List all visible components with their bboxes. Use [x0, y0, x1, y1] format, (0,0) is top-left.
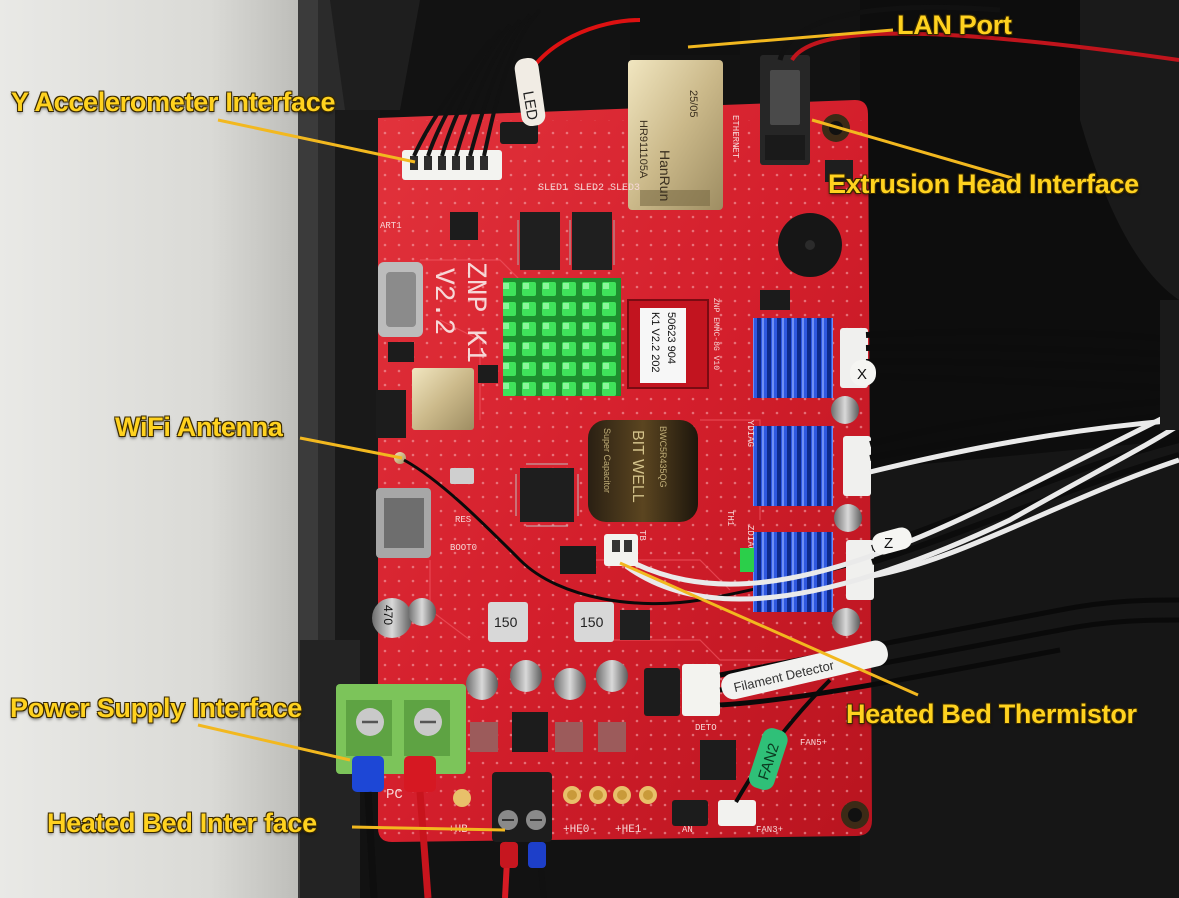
cap-470-label: 470 — [381, 605, 395, 625]
capacitor-220 — [596, 660, 628, 692]
sticker-line-2: 50623 904 — [665, 312, 677, 364]
ram-chip — [572, 212, 612, 270]
led-tag-label: LED — [519, 90, 541, 122]
x-wire-tag — [850, 360, 876, 386]
fan2-connector — [718, 800, 756, 826]
supercap-type: Super Capacitor — [602, 428, 612, 493]
jack-part-label: HR911105A — [637, 120, 649, 179]
lan-port-leader — [687, 28, 894, 49]
jack-brand-label: HanRun — [657, 150, 673, 201]
mcu-chip — [520, 468, 574, 522]
inductor-2-label: 150 — [580, 614, 604, 630]
silk-deto: DETO — [695, 723, 717, 733]
silk-pc: PC — [386, 787, 403, 803]
silk-he0: +HE0- — [563, 824, 596, 836]
heater-terminal-he1 — [613, 786, 657, 804]
inductor-2 — [574, 602, 614, 642]
y-motor-connector — [843, 436, 871, 496]
capacitor-small — [554, 668, 586, 700]
cpu-heatsink — [503, 278, 621, 396]
led-wire-tag — [514, 57, 546, 127]
emmc-sticker — [640, 308, 686, 383]
heated-bed-thermistor-leader — [619, 561, 919, 697]
capacitor-470 — [372, 598, 412, 638]
heated-bed-interface-leader — [351, 825, 506, 832]
callout-heated-bed-interface: Heated Bed Inter face — [47, 808, 317, 838]
thermistor-connector — [604, 534, 638, 566]
wifi-module — [412, 368, 474, 430]
silk-fan3: FAN3+ — [756, 825, 783, 835]
silk-emmc: ZNP EMMC-8G V10 — [711, 298, 720, 370]
silk-th1: TH1 — [725, 510, 735, 526]
ram-chip — [520, 212, 560, 270]
sticker-line-1: K1 V2.2 202 — [649, 312, 661, 373]
power-wire-negative — [352, 756, 384, 792]
stepper-driver-heatsink-x — [753, 318, 833, 398]
silk-boot: BOOT0 — [450, 543, 477, 553]
silk-ethernet: ETHERNET — [730, 115, 740, 159]
z-wire-tag — [872, 527, 912, 555]
silk-res: RES — [455, 515, 471, 525]
super-capacitor — [588, 420, 698, 522]
silk-board-version: V2.2 — [427, 268, 458, 335]
silk-art: ART1 — [380, 221, 402, 231]
silk-an: AN — [682, 825, 693, 835]
callout-extrusion-head-interface: Extrusion Head Interface — [828, 169, 1139, 199]
capacitor-small — [466, 668, 498, 700]
callout-y-accelerometer-interface: Y Accelerometer Interface — [11, 87, 336, 117]
capacitor-220 — [510, 660, 542, 692]
thermistor-wire — [618, 407, 1179, 587]
silk-sled: SLED1 SLED2 SLED3 — [538, 183, 640, 194]
lan-cable-plug — [630, 0, 740, 55]
callout-lan-port: LAN Port — [897, 10, 1012, 40]
y-accelerometer-leader — [217, 118, 416, 164]
silk-ydiag: YDIAG — [745, 420, 755, 447]
stepper-driver-heatsink-y — [753, 426, 833, 506]
callout-power-supply-interface: Power Supply Interface — [10, 693, 302, 723]
filament-detector-connector — [682, 664, 720, 716]
heater-terminal-he0 — [563, 786, 607, 804]
jack-date-label: 25/05 — [687, 90, 699, 118]
inductor-1 — [488, 602, 528, 642]
silk-tb: TB — [637, 530, 647, 541]
silk-fan5: FAN5+ — [800, 738, 827, 748]
silk-board-model: ZNP K1 — [459, 262, 490, 363]
power-supply-leader — [197, 723, 351, 762]
callout-wifi-antenna: WiFi Antenna — [115, 412, 283, 442]
z-motor-connector — [846, 540, 874, 600]
z-tag-label: Z — [884, 535, 893, 552]
silk-he1: +HE1- — [615, 824, 648, 836]
heated-bed-terminal — [492, 772, 552, 842]
leader-lines — [197, 28, 1013, 832]
power-wire-positive — [404, 756, 436, 792]
ethernet-jack — [628, 60, 723, 210]
callout-heated-bed-thermistor: Heated Bed Thermistor — [846, 699, 1137, 729]
supercap-brand: BIT WELL — [629, 430, 646, 503]
wifi-antenna-leader — [299, 436, 403, 460]
x-tag-label: X — [857, 366, 867, 383]
extrusion-head-leader — [811, 118, 1013, 180]
inductor-1-label: 150 — [494, 614, 518, 630]
capacitor-small — [408, 598, 436, 626]
supercap-part: BWC5R435QG — [658, 426, 668, 488]
silk-zdiag: ZDIAG — [745, 525, 755, 552]
